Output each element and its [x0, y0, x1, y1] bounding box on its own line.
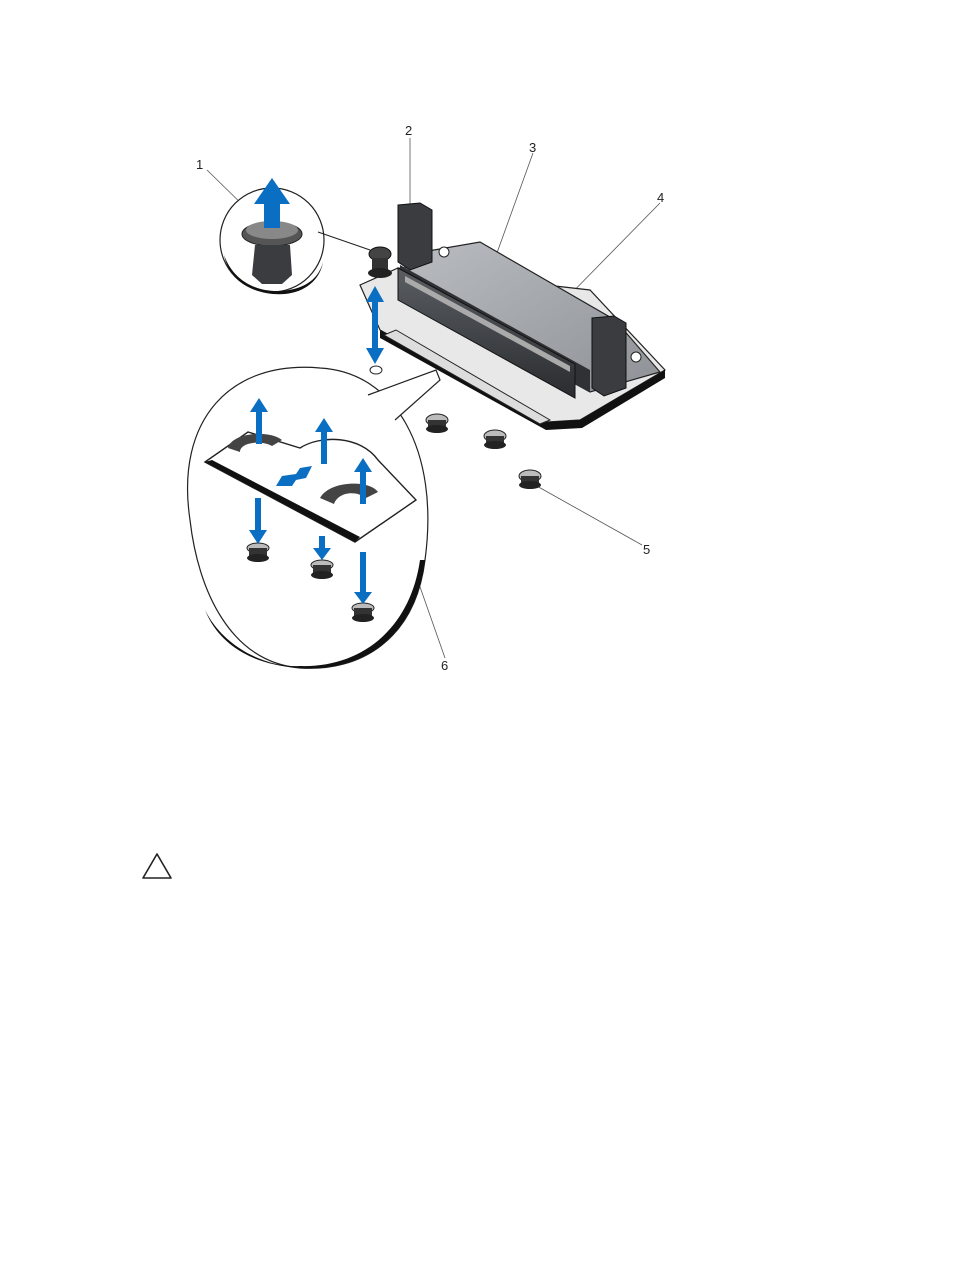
- figure-illustration: 1 2 3 4 5 6: [0, 0, 954, 760]
- standoffs: [426, 414, 541, 489]
- callout-4: 4: [657, 190, 664, 205]
- callout-6: 6: [441, 658, 448, 673]
- detail-circle-top: [220, 178, 370, 294]
- callout-5: 5: [643, 542, 650, 557]
- callout-3: 3: [529, 140, 536, 155]
- callout-1: 1: [196, 157, 203, 172]
- callout-2: 2: [405, 123, 412, 138]
- caution-triangle-icon: [141, 852, 173, 880]
- illustration-svg: [0, 0, 954, 760]
